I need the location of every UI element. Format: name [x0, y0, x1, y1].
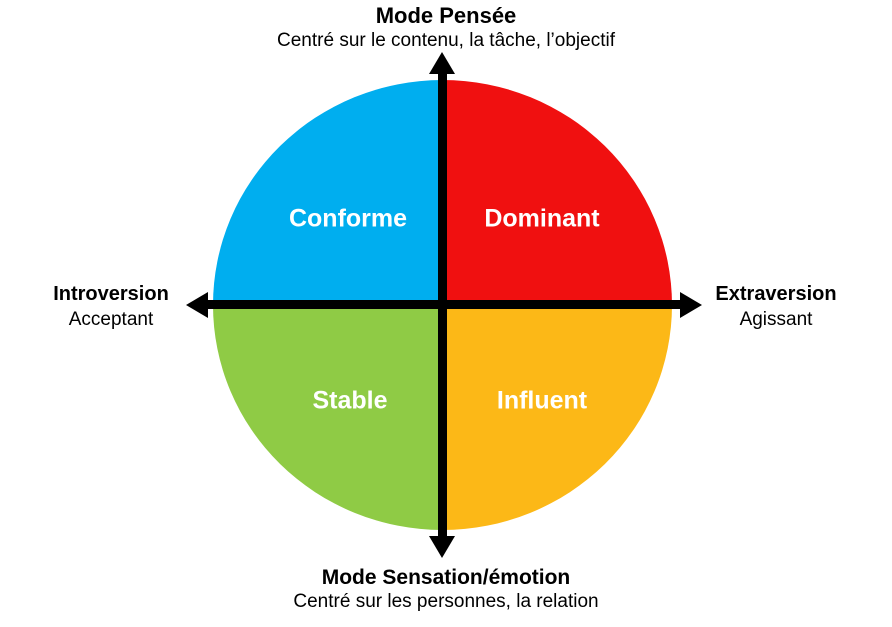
arrow-left-icon: [186, 292, 208, 318]
bottom-axis-title: Mode Sensation/émotion: [321, 566, 571, 589]
top-axis-title: Mode Pensée: [375, 3, 517, 28]
right-axis-subtitle: Agissant: [739, 309, 813, 330]
left-axis-subtitle: Acceptant: [68, 309, 154, 330]
right-axis-label-block: Extraversion Agissant: [691, 282, 861, 332]
arrow-right-icon: [680, 292, 702, 318]
arrow-up-icon: [429, 52, 455, 74]
quadrant-bottom-right: [442, 305, 672, 530]
top-axis-subtitle: Centré sur le contenu, la tâche, l’objec…: [277, 30, 615, 51]
quadrant-label-conforme: Conforme: [288, 204, 408, 233]
bottom-axis-subtitle: Centré sur les personnes, la relation: [293, 591, 599, 612]
left-axis-label-block: Introversion Acceptant: [26, 282, 196, 332]
quadrant-top-left: [213, 80, 443, 305]
quadrant-label-dominant: Dominant: [484, 204, 600, 233]
left-axis-title: Introversion: [53, 283, 169, 305]
horizontal-axis-line: [202, 300, 684, 309]
right-axis-title: Extraversion: [715, 283, 837, 305]
bottom-axis-label-block: Mode Sensation/émotion Centré sur les pe…: [0, 565, 892, 614]
quadrant-label-influent: Influent: [496, 386, 588, 415]
quadrant-top-right: [442, 80, 672, 305]
arrow-down-icon: [429, 536, 455, 558]
quadrant-label-stable: Stable: [312, 386, 388, 415]
top-axis-label-block: Mode Pensée Centré sur le contenu, la tâ…: [0, 3, 892, 52]
quadrant-bottom-left: [213, 305, 443, 530]
